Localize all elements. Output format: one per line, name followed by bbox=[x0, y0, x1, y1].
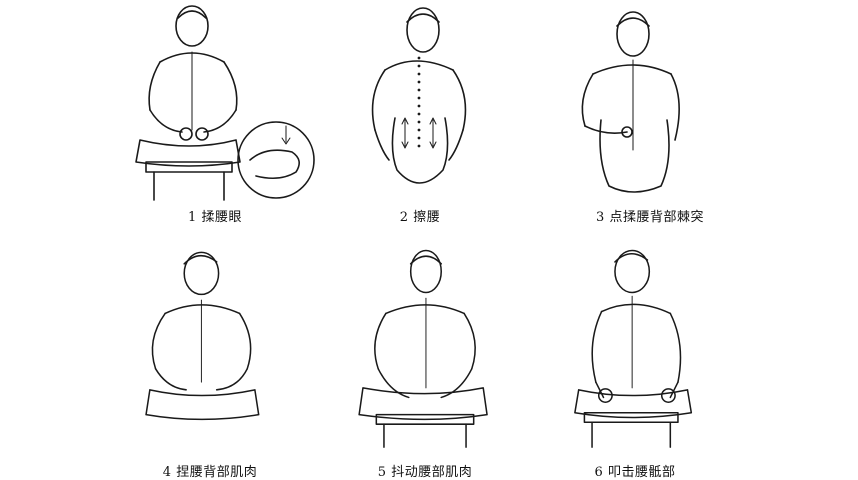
figure-rub-waist: 2 擦腰 bbox=[305, 0, 535, 239]
standing-man-rubbing-waist-illustration bbox=[371, 7, 467, 184]
figure-tap-lumbosacral: 6 叩击腰骶部 bbox=[520, 239, 750, 480]
caption-2: 2 擦腰 bbox=[399, 210, 441, 225]
figure-pinch-back-muscles: 4 捏腰背部肌肉 bbox=[95, 239, 325, 480]
figure-press-spinous-process: 3 点揉腰背部棘突 bbox=[535, 0, 765, 239]
figure-shake-lumbar-muscles: 5 抖动腰部肌肉 bbox=[310, 239, 540, 480]
seated-man-tapping-sacrum-illustration bbox=[574, 249, 693, 448]
standing-man-pressing-spine-illustration bbox=[581, 11, 680, 193]
seated-man-pinching-back-illustration bbox=[145, 251, 260, 421]
figure-rub-lumbar-eyes: 1 揉腰眼 bbox=[100, 0, 330, 239]
caption-3: 3 点揉腰背部棘突 bbox=[596, 210, 704, 225]
caption-4: 4 捏腰背部肌肉 bbox=[162, 465, 258, 480]
caption-1: 1 揉腰眼 bbox=[188, 210, 242, 225]
caption-6: 6 叩击腰骶部 bbox=[594, 465, 676, 480]
spine-dots bbox=[417, 56, 421, 148]
seated-man-shaking-waist-illustration bbox=[358, 249, 488, 448]
seated-man-rubbing-waist-illustration bbox=[135, 5, 315, 201]
caption-5: 5 抖动腰部肌肉 bbox=[377, 465, 473, 480]
